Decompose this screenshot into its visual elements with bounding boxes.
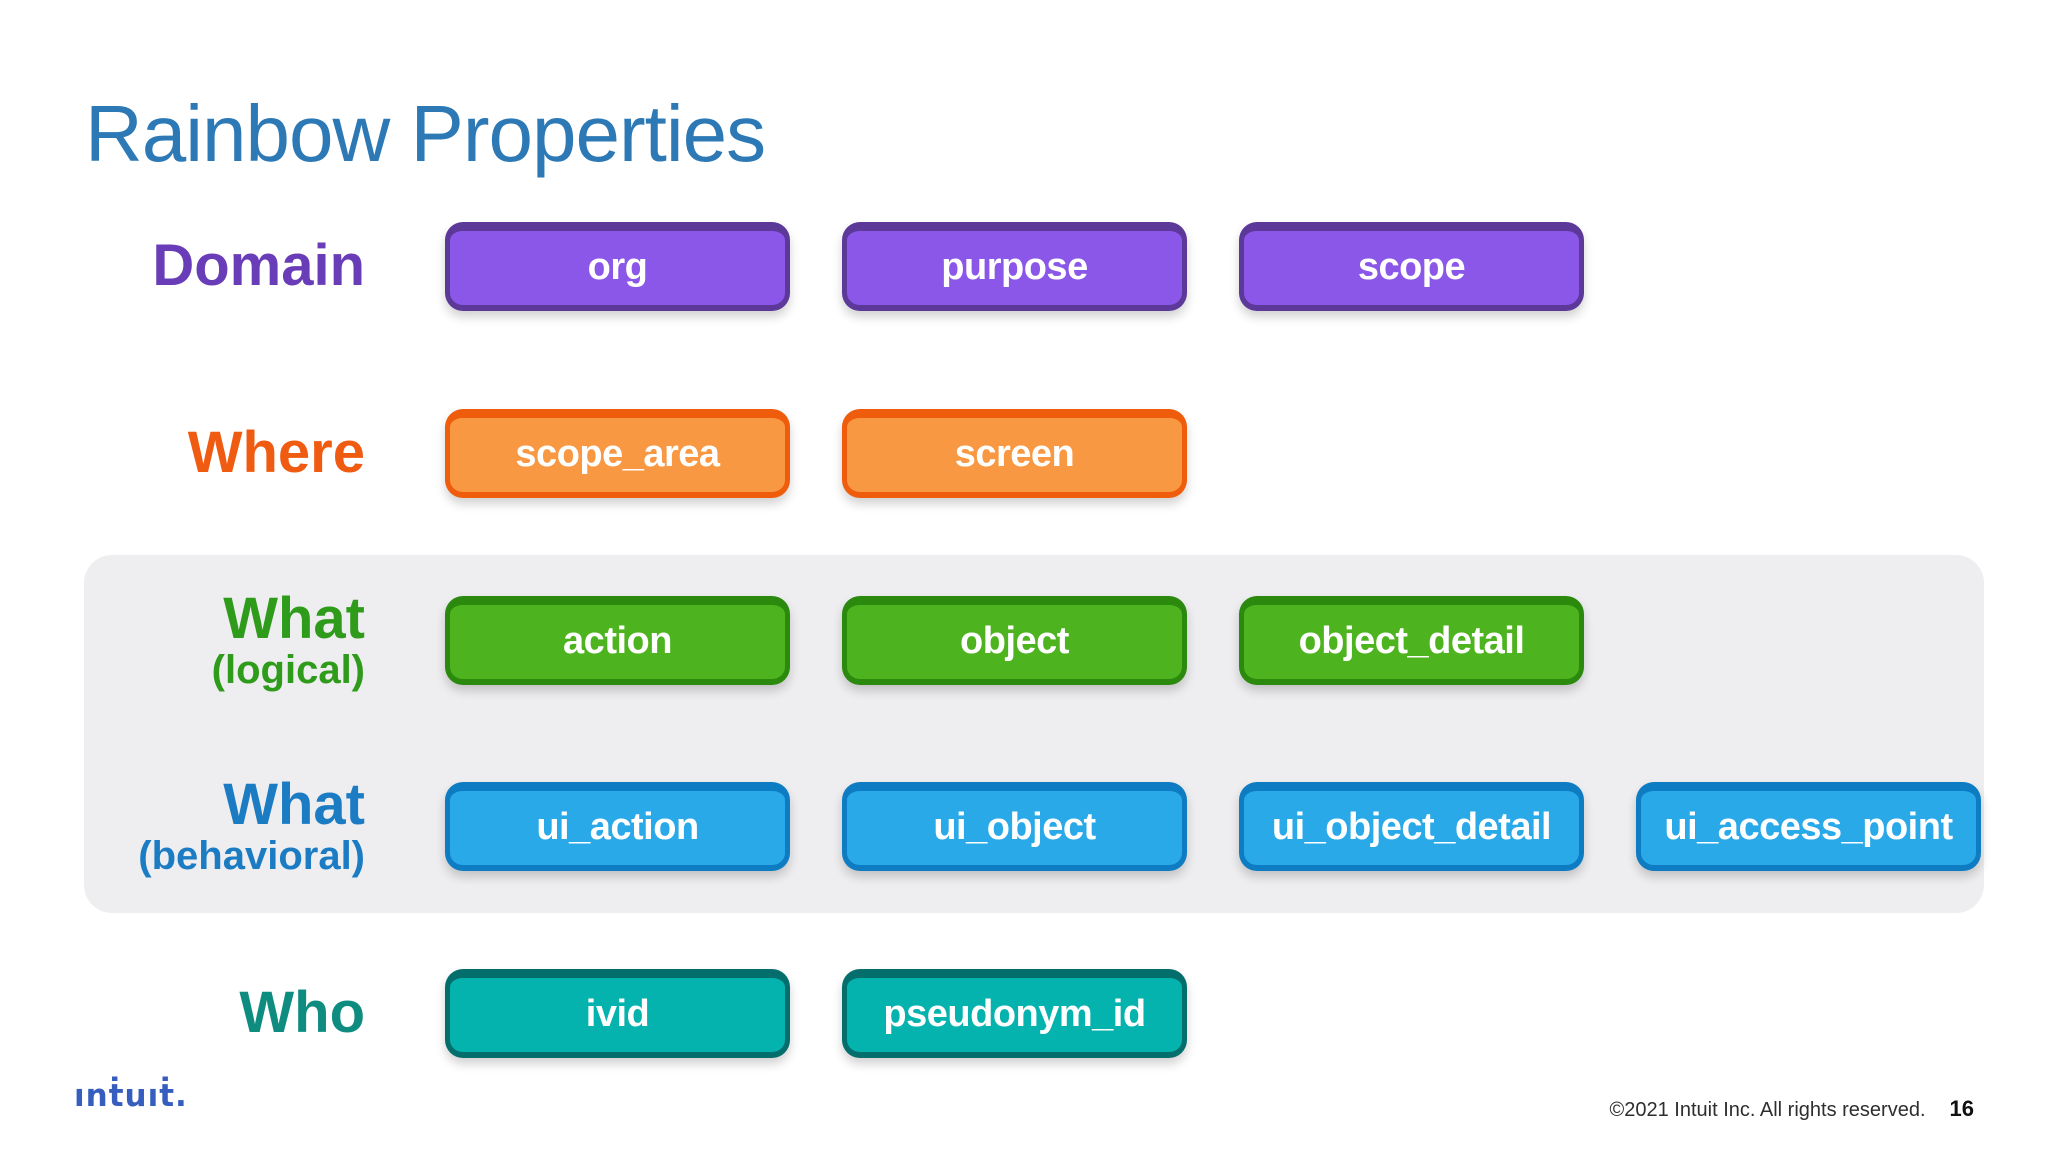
pill-ivid: ivid — [445, 968, 790, 1058]
row-label-who: Who — [0, 983, 365, 1042]
pill-action: action — [445, 595, 790, 685]
row-label-subtext: (behavioral) — [138, 834, 365, 879]
footer: ©2021 Intuit Inc. All rights reserved. 1… — [1610, 1096, 1975, 1122]
row-label-domain: Domain — [0, 236, 365, 295]
pill-purpose: purpose — [842, 221, 1187, 311]
row-label-subtext: (logical) — [211, 648, 365, 693]
pill-ui-object: ui_object — [842, 781, 1187, 871]
pill-group-domain: org purpose scope — [445, 221, 1584, 311]
row-label-text: Where — [187, 420, 365, 486]
pill-group-what-logical: action object object_detail — [445, 595, 1584, 685]
row-label-what-logical: What (logical) — [0, 589, 365, 691]
row-domain: Domain org purpose scope — [0, 206, 2048, 326]
pill-object: object — [842, 595, 1187, 685]
pill-org: org — [445, 221, 790, 311]
copyright-text: ©2021 Intuit Inc. All rights reserved. — [1609, 1099, 1926, 1121]
pill-ui-action: ui_action — [445, 781, 790, 871]
pill-object-detail: object_detail — [1239, 595, 1584, 685]
row-what-logical: What (logical) action object object_deta… — [0, 580, 2048, 700]
row-where: Where scope_area screen — [0, 393, 2048, 513]
row-label-what-behavioral: What (behavioral) — [0, 775, 365, 877]
pill-pseudonym-id: pseudonym_id — [842, 968, 1187, 1058]
row-what-behavioral: What (behavioral) ui_action ui_object ui… — [0, 766, 2048, 886]
page-number: 16 — [1949, 1096, 1974, 1121]
row-label-text: Who — [239, 980, 365, 1046]
intuit-logo: ınṫuıṫ. — [74, 1078, 188, 1114]
row-label-text: Domain — [152, 233, 365, 299]
row-label-text: What — [223, 772, 365, 838]
pill-group-who: ivid pseudonym_id — [445, 968, 1187, 1058]
pill-group-what-behavioral: ui_action ui_object ui_object_detail ui_… — [445, 781, 1981, 871]
pill-scope: scope — [1239, 221, 1584, 311]
row-label-where: Where — [0, 423, 365, 482]
pill-ui-object-detail: ui_object_detail — [1239, 781, 1584, 871]
row-label-text: What — [223, 586, 365, 652]
row-who: Who ivid pseudonym_id — [0, 953, 2048, 1073]
pill-screen: screen — [842, 408, 1187, 498]
pill-ui-access-point: ui_access_point — [1636, 781, 1981, 871]
pill-scope-area: scope_area — [445, 408, 790, 498]
pill-group-where: scope_area screen — [445, 408, 1187, 498]
page-title: Rainbow Properties — [85, 89, 766, 178]
